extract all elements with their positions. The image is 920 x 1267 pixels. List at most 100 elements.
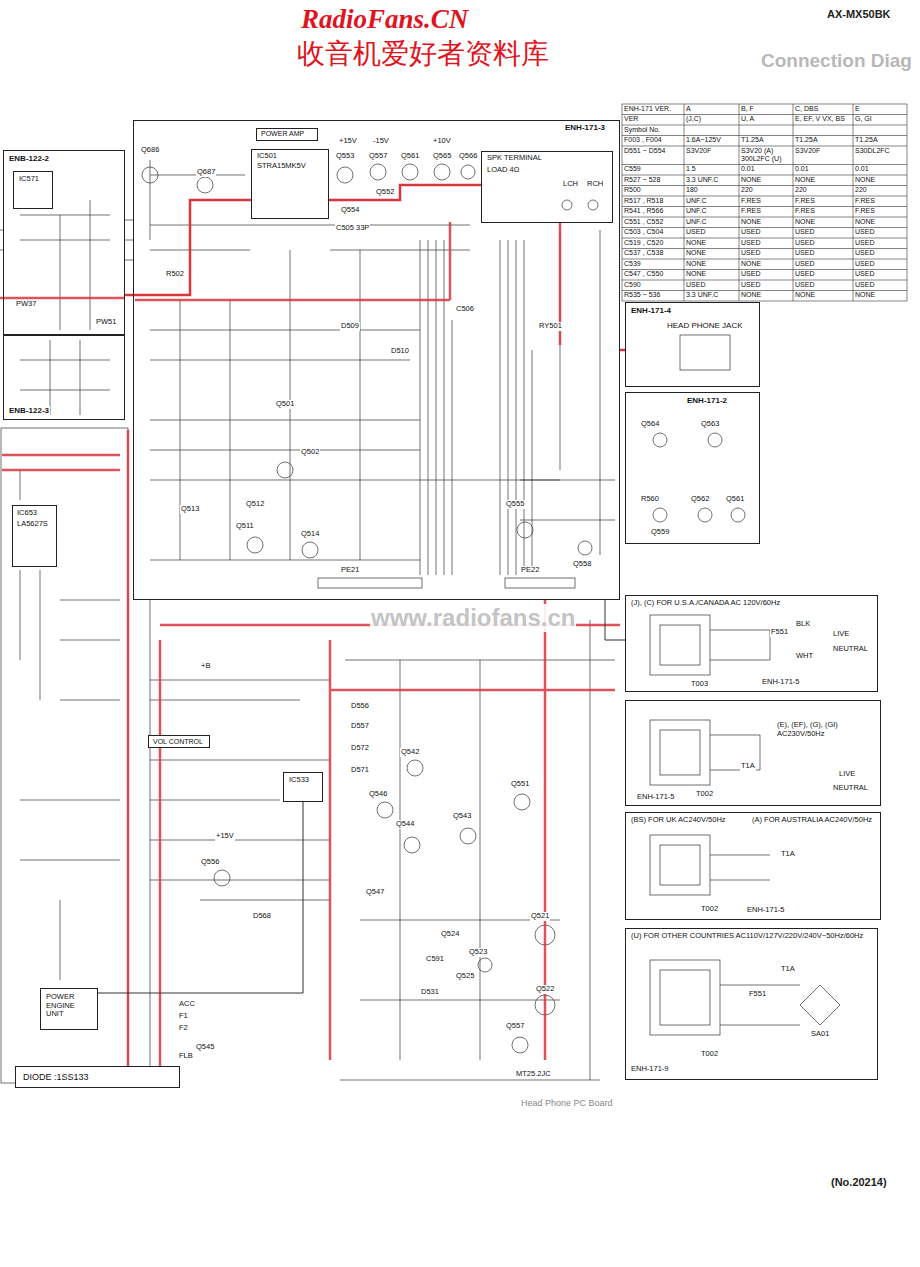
node-text: IC501 xyxy=(256,152,278,161)
part-label: WHT xyxy=(795,652,814,661)
table-cell: C590 xyxy=(623,281,683,290)
table-border xyxy=(622,104,907,301)
table-cell: USED xyxy=(854,249,906,258)
ghost-text: Connection Diag xyxy=(760,50,913,72)
ghost-text: Head Phone PC Board xyxy=(520,1098,614,1108)
table-cell: C539 xyxy=(623,260,683,269)
part-label: Q542 xyxy=(400,748,420,757)
table-cell: NONE xyxy=(685,249,738,258)
table-cell: B, F xyxy=(740,105,792,114)
table-cell: NONE xyxy=(854,218,906,227)
part-label: PE21 xyxy=(340,566,360,575)
table-cell: USED xyxy=(794,281,852,290)
component-box: IC571 xyxy=(13,171,53,209)
table-cell: 0.01 xyxy=(794,165,852,174)
node-text: ENB-122-3 xyxy=(8,406,50,415)
ghost-text: www.radiofans.cn xyxy=(370,604,576,632)
part-label: SA01 xyxy=(810,1030,830,1039)
part-label: Q686 xyxy=(140,146,160,155)
table-cell: R500 xyxy=(623,186,683,195)
part-label: F1 xyxy=(178,1012,189,1021)
table-cell: F003 , F004 xyxy=(623,136,683,145)
part-label: Q561 xyxy=(725,495,745,504)
board-frame: SPK TERMINALLOAD 4ΩLCHRCH xyxy=(481,151,613,223)
table-cell: NONE xyxy=(794,218,852,227)
table-cell: VER xyxy=(623,115,683,124)
table-cell: 3.3 UNF.C xyxy=(685,291,738,300)
node-text: LA5627S xyxy=(16,520,49,529)
part-label: BLK xyxy=(795,620,811,629)
table-cell: 220 xyxy=(740,186,792,195)
part-label: D557 xyxy=(350,722,370,731)
node-text: POWER ENGINE UNIT xyxy=(45,993,95,1019)
board-frame: (BS) FOR UK AC240V/50Hz(A) FOR AUSTRALIA… xyxy=(625,812,881,920)
part-label: Q522 xyxy=(535,985,555,994)
table-cell: NONE xyxy=(794,291,852,300)
table-cell: A xyxy=(685,105,738,114)
node-text: ENH-171-2 xyxy=(686,396,728,405)
part-label: D556 xyxy=(350,702,370,711)
part-label: Q557 xyxy=(368,152,388,161)
part-label: FLB xyxy=(178,1052,194,1061)
part-label: Q512 xyxy=(245,500,265,509)
table-cell: NONE xyxy=(685,260,738,269)
part-label: C505 33P xyxy=(335,224,370,233)
part-label: PE22 xyxy=(520,566,540,575)
part-label: PW51 xyxy=(95,318,117,327)
table-cell: USED xyxy=(854,239,906,248)
component-box: IC501STRA15MK5V xyxy=(251,149,329,219)
table-cell: R535 ~ 536 xyxy=(623,291,683,300)
part-label: Q552 xyxy=(375,188,395,197)
part-label: Q543 xyxy=(452,812,472,821)
node-text: IC571 xyxy=(18,175,40,184)
node-text: (J), (C) FOR U.S.A./CANADA AC 120V/60Hz xyxy=(630,599,781,608)
table-cell: R541 , R566 xyxy=(623,207,683,216)
node-text: (U) FOR OTHER COUNTRIES AC110V/127V/220V… xyxy=(630,932,872,941)
table-cell: 220 xyxy=(794,186,852,195)
table-cell: NONE xyxy=(740,218,792,227)
table-cell: F.RES xyxy=(854,197,906,206)
component-box: VOL CONTROL xyxy=(148,735,210,748)
table-cell: NONE xyxy=(685,239,738,248)
table-cell: U, A xyxy=(740,115,792,124)
table-cell: F.RES xyxy=(740,197,792,206)
part-label: F551 xyxy=(770,628,789,637)
part-label: Q524 xyxy=(440,930,460,939)
component-box: DIODE :1SS133 xyxy=(15,1066,180,1088)
watermark-header: 收音机爱好者资料库 xyxy=(296,38,550,70)
table-cell: USED xyxy=(854,281,906,290)
table-cell: T1.25A xyxy=(854,136,906,145)
part-label: PW37 xyxy=(15,300,37,309)
part-label: Q558 xyxy=(572,560,592,569)
part-label: T1A xyxy=(740,762,756,771)
part-label: Q545 xyxy=(195,1043,215,1052)
part-label: Q563 xyxy=(700,420,720,429)
table-cell: C, DBS xyxy=(794,105,852,114)
table-cell: USED xyxy=(740,270,792,279)
table-cell: 1.6A~125V xyxy=(685,136,738,145)
component-box: IC653LA5627S xyxy=(12,505,57,567)
table-cell: C547 , C550 xyxy=(623,270,683,279)
part-label: Q687 xyxy=(196,168,216,177)
table-cell: 3.3 UNF.C xyxy=(685,176,738,185)
part-label: F551 xyxy=(748,990,767,999)
table-cell: T1.25A xyxy=(794,136,852,145)
node-text: DIODE :1SS133 xyxy=(22,1072,90,1082)
part-label: Q562 xyxy=(690,495,710,504)
part-label: D572 xyxy=(350,744,370,753)
table-cell: G, GI xyxy=(854,115,906,124)
part-label: Q556 xyxy=(200,858,220,867)
part-label: Q561 xyxy=(400,152,420,161)
model-number: (No.20214) xyxy=(830,1176,888,1189)
part-label: Q557 xyxy=(505,1022,525,1031)
watermark-header: RadioFans.CN xyxy=(300,4,469,35)
part-label: D568 xyxy=(252,912,272,921)
table-cell: USED xyxy=(740,228,792,237)
table-cell: NONE xyxy=(854,176,906,185)
wire-connector xyxy=(125,200,251,295)
part-label: Q551 xyxy=(510,780,530,789)
table-cell: R527 ~ 528 xyxy=(623,176,683,185)
table-cell: C537 , C538 xyxy=(623,249,683,258)
part-label: T1A xyxy=(780,965,796,974)
table-cell: NONE xyxy=(854,291,906,300)
